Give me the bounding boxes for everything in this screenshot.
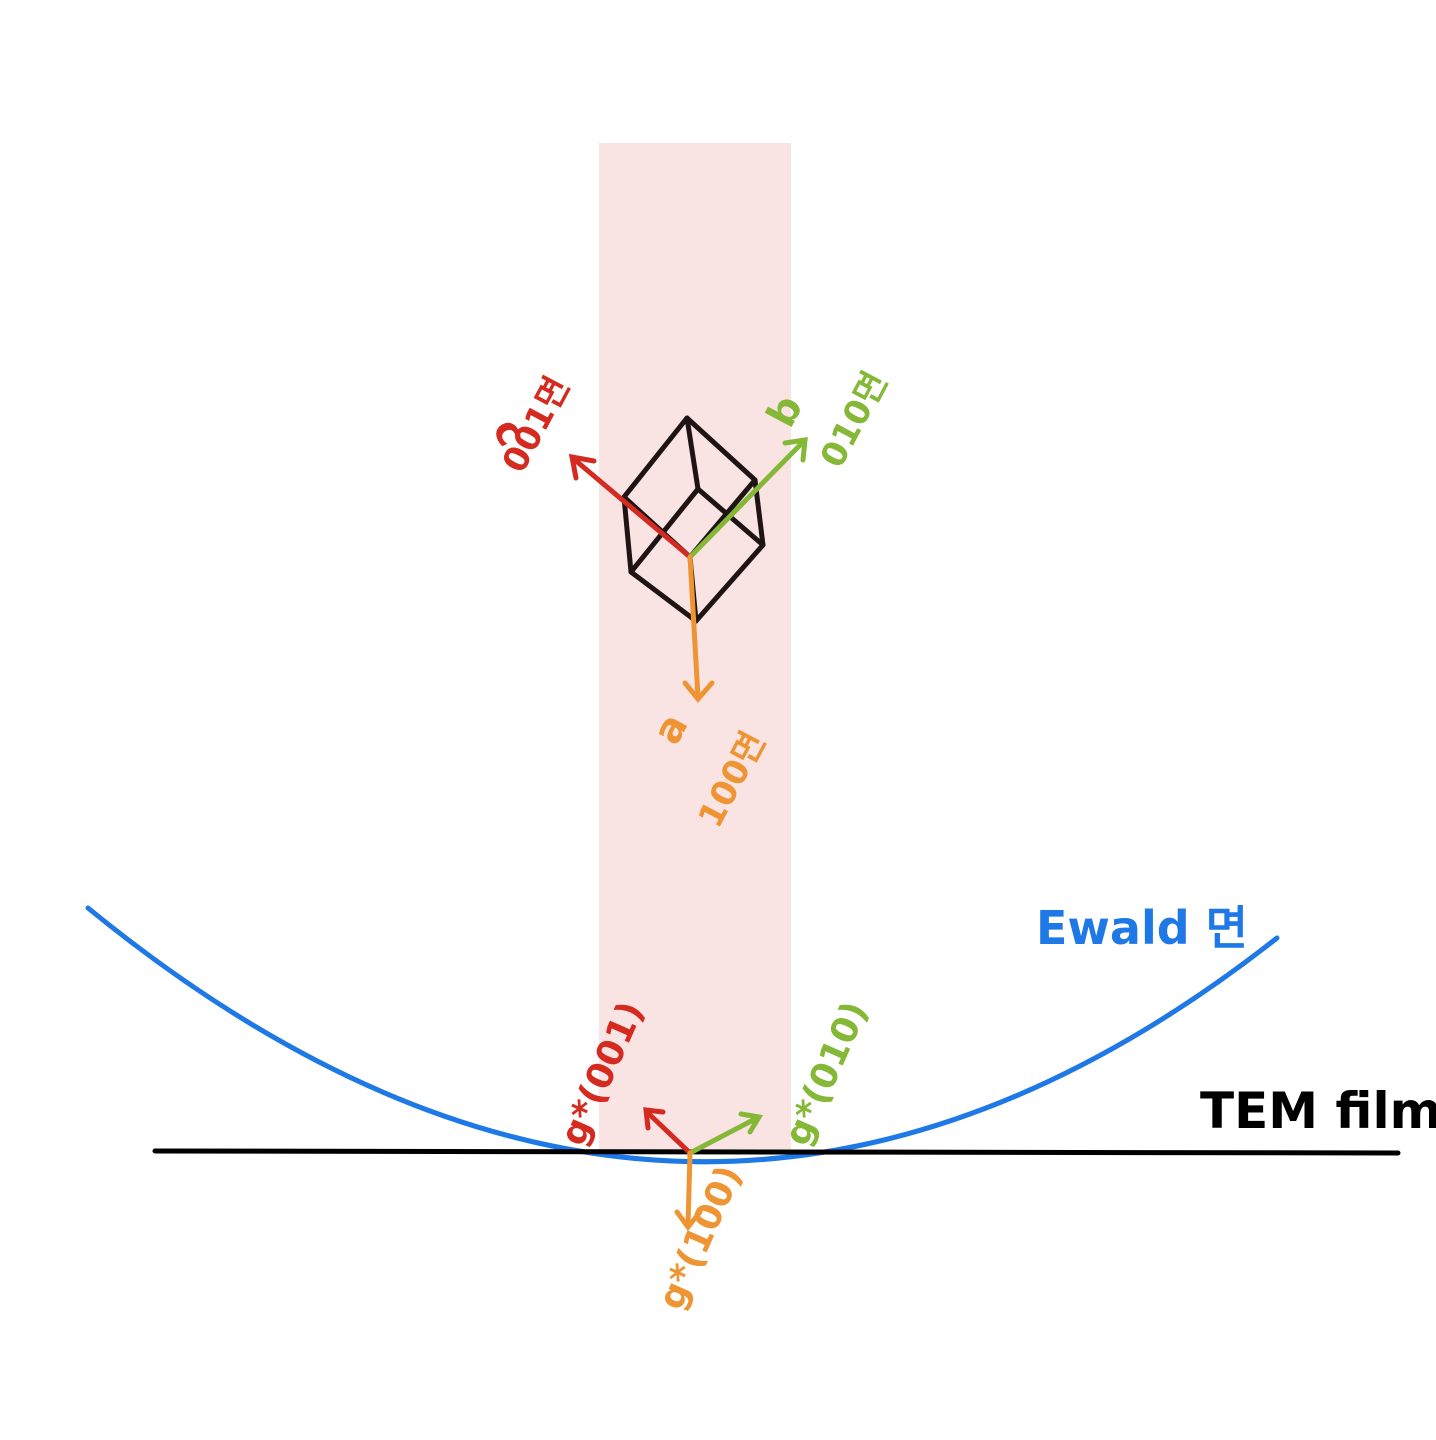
c-axis-arrow [568,453,693,560]
b-axis-arrow [687,437,808,560]
g100-label: g*(100) [651,1160,751,1316]
ewald-label: Ewald 면 [1036,901,1248,955]
g010-label: g*(010) [777,996,877,1152]
a-axis-arrow [682,554,715,703]
g001-arrow [643,1107,693,1156]
ewald-sphere-arc [85,905,1280,1165]
tem-film-line [152,1148,1401,1156]
tem-film-label: TEM film [1200,1082,1436,1140]
b-plane-label: 010면 [813,365,896,474]
g010-arrow [687,1111,764,1156]
g100-arrow [674,1150,703,1232]
